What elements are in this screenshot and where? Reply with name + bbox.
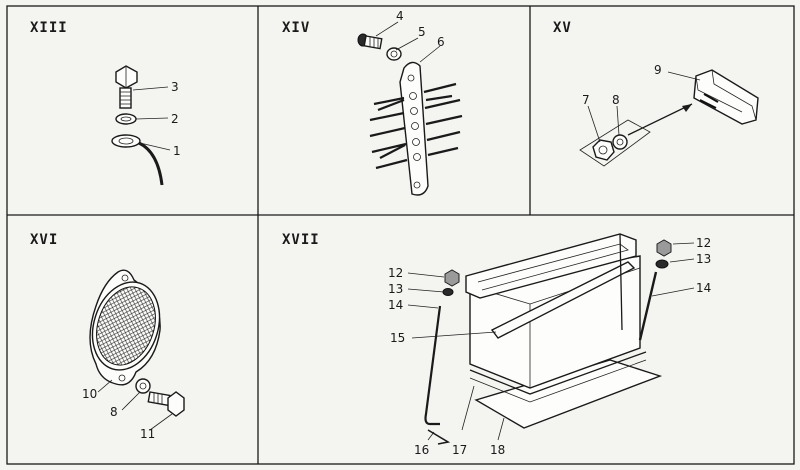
part-number: 1 xyxy=(173,144,181,158)
panel-title: XVII xyxy=(282,232,320,248)
nut-part xyxy=(656,239,672,257)
washer-part xyxy=(115,113,137,125)
tie-rod-left xyxy=(424,305,442,426)
part-number: 12 xyxy=(388,266,403,280)
part-number: 13 xyxy=(388,282,403,296)
part-number: 18 xyxy=(490,443,505,457)
side-lamp-part xyxy=(693,69,759,125)
nut-part xyxy=(444,269,460,287)
panel-title: XIII xyxy=(30,20,68,36)
part-number: 9 xyxy=(654,63,662,77)
panel-borders xyxy=(6,5,795,465)
terminal-strip-part xyxy=(369,61,463,196)
panel-title: XIV xyxy=(282,20,310,36)
cotter-pin-part xyxy=(427,429,451,445)
part-number: 17 xyxy=(452,443,467,457)
bolt-part xyxy=(115,65,138,109)
part-number: 6 xyxy=(437,35,445,49)
part-number: 8 xyxy=(612,93,620,107)
panel-xiii: XIII 3 2 1 xyxy=(30,20,181,186)
assembly-arrow xyxy=(627,103,693,136)
bolt-part xyxy=(147,391,185,417)
tie-rod-right xyxy=(638,271,658,341)
ring-terminal-part xyxy=(111,134,164,186)
washer-part xyxy=(612,134,628,150)
panel-xvi: XVI 10 8 11 xyxy=(30,232,185,441)
screw-part xyxy=(357,33,383,50)
part-number: 7 xyxy=(582,93,590,107)
part-number: 11 xyxy=(140,427,155,441)
panel-xiv: XIV 4 5 6 xyxy=(282,9,463,196)
part-number: 13 xyxy=(696,252,711,266)
part-number: 15 xyxy=(390,331,405,345)
washer-part xyxy=(386,47,402,61)
washer-part xyxy=(655,259,669,269)
mounting-plate-outline xyxy=(579,119,651,167)
washer-part xyxy=(135,378,151,394)
panel-title: XV xyxy=(553,20,572,36)
part-number: 5 xyxy=(418,25,426,39)
washer-part xyxy=(442,288,454,296)
part-number: 2 xyxy=(171,112,179,126)
nut-part xyxy=(592,139,615,161)
panel-xv: XV 7 8 9 xyxy=(553,20,759,167)
part-number: 14 xyxy=(388,298,403,312)
part-number: 16 xyxy=(414,443,429,457)
part-number: 8 xyxy=(110,405,118,419)
part-number: 4 xyxy=(396,9,404,23)
part-number: 12 xyxy=(696,236,711,250)
panel-xvii: XVII xyxy=(282,232,711,457)
outer-border xyxy=(6,5,795,465)
reflector-part xyxy=(89,269,161,386)
panel-title: XVI xyxy=(30,232,58,248)
part-number: 3 xyxy=(171,80,179,94)
part-number: 10 xyxy=(82,387,97,401)
part-number: 14 xyxy=(696,281,711,295)
clamp-frame-part xyxy=(465,233,637,339)
